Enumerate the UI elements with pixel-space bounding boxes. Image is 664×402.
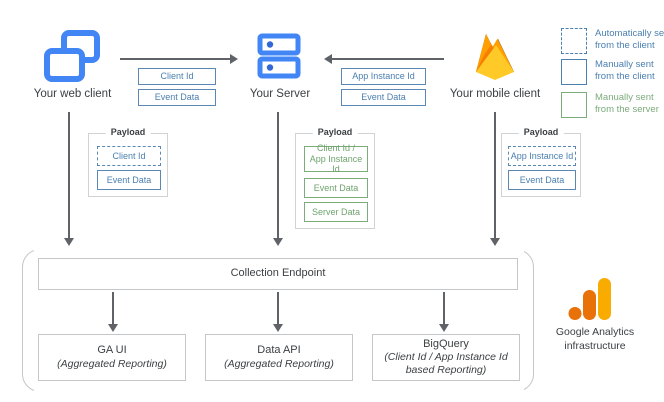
arrow-line-mobile-to-server xyxy=(332,58,444,60)
drop-arrow-web-client xyxy=(64,238,74,246)
drop-line-web-client xyxy=(68,112,70,240)
output-subtitle-line1: (Client Id / App Instance Id xyxy=(384,351,508,364)
output-title: GA UI xyxy=(97,344,127,357)
endpoint-to-dataapi-arrow xyxy=(273,324,283,332)
collection-endpoint-box: Collection Endpoint xyxy=(38,258,518,290)
legend-swatch-solid-blue-icon xyxy=(561,59,587,85)
endpoint-to-dataapi-line xyxy=(277,292,279,326)
legend-swatch-dashed-icon xyxy=(561,28,587,54)
transport-chip-event-data-mobile: Event Data xyxy=(341,89,426,106)
legend-item-automatic-client: Automatically sent from the client xyxy=(561,28,664,54)
payload-title: Payload xyxy=(312,127,358,137)
ga-brand-line2: infrastructure xyxy=(564,339,626,352)
payload-title: Payload xyxy=(518,127,564,137)
transport-chip-client-id: Client Id xyxy=(138,68,216,85)
legend-line2: from the server xyxy=(595,103,659,115)
arrow-head-web-to-server xyxy=(230,54,238,64)
payload-item-client-or-app-instance-id: Client Id / App Instance Id xyxy=(304,143,368,175)
container-top-gap xyxy=(34,246,524,252)
collection-endpoint-label: Collection Endpoint xyxy=(230,267,326,280)
output-subtitle: (Aggregated Reporting) xyxy=(57,357,167,370)
payload-item-event-data: Event Data xyxy=(97,170,161,190)
legend-line1: Manually sent xyxy=(595,92,654,103)
ga-infrastructure-label: Google Analytics infrastructure xyxy=(534,326,656,353)
endpoint-to-bigquery-line xyxy=(443,292,445,326)
payload-server: Payload Client Id / App Instance Id Even… xyxy=(295,127,375,229)
legend-label: Automatically sent from the client xyxy=(595,28,664,52)
google-analytics-bars-icon xyxy=(568,276,614,327)
endpoint-to-bigquery-arrow xyxy=(439,324,449,332)
output-subtitle: (Aggregated Reporting) xyxy=(224,357,334,370)
legend-line1: Manually sent xyxy=(595,59,654,70)
payload-item-server-data: Server Data xyxy=(304,202,368,222)
output-box-ga-ui: GA UI (Aggregated Reporting) xyxy=(38,334,186,381)
arrow-head-mobile-to-server xyxy=(324,54,332,64)
web-client-label: Your web client xyxy=(33,88,112,100)
legend-item-manual-server: Manually sent from the server xyxy=(561,92,659,118)
output-box-data-api: Data API (Aggregated Reporting) xyxy=(205,334,353,381)
drop-line-server xyxy=(277,112,279,240)
payload-item-event-data: Event Data xyxy=(304,178,368,198)
server-label: Your Server xyxy=(249,88,311,100)
mobile-client-label: Your mobile client xyxy=(449,88,541,100)
server-rack-icon xyxy=(256,33,302,84)
firebase-flame-icon xyxy=(466,28,524,91)
payload-mobile-client: Payload App Instance Id Event Data xyxy=(501,127,581,197)
payload-item-line1: Client Id / xyxy=(316,143,356,154)
endpoint-to-gaui-arrow xyxy=(108,324,118,332)
legend-item-manual-client: Manually sent from the client xyxy=(561,59,655,85)
payload-item-event-data: Event Data xyxy=(508,170,576,190)
payload-item-line2: App Instance Id xyxy=(309,153,363,175)
endpoint-to-gaui-line xyxy=(112,292,114,326)
transport-chip-event-data: Event Data xyxy=(138,89,216,106)
output-subtitle-line2: based Reporting) xyxy=(405,364,487,377)
payload-item-client-id: Client Id xyxy=(97,146,161,166)
output-box-bigquery: BigQuery (Client Id / App Instance Id ba… xyxy=(372,334,520,381)
container-bottom-gap xyxy=(34,389,524,395)
legend-label: Manually sent from the client xyxy=(595,59,655,83)
drop-arrow-mobile-client xyxy=(490,238,500,246)
legend-swatch-solid-green-icon xyxy=(561,92,587,118)
output-title: Data API xyxy=(257,344,301,357)
ga-brand-line1: Google Analytics xyxy=(555,326,635,338)
legend-line2: from the client xyxy=(595,70,655,82)
legend-line2: from the client xyxy=(595,39,655,51)
transport-chip-app-instance-id: App Instance Id xyxy=(341,68,426,85)
drop-arrow-server xyxy=(273,238,283,246)
legend-label: Manually sent from the server xyxy=(595,92,659,116)
browser-windows-icon xyxy=(44,30,100,87)
drop-line-mobile-client xyxy=(494,112,496,240)
arrow-line-web-to-server xyxy=(120,58,232,60)
payload-web-client: Payload Client Id Event Data xyxy=(88,127,168,197)
output-title: BigQuery xyxy=(423,337,469,350)
payload-title: Payload xyxy=(105,127,151,137)
legend-line1: Automatically sent xyxy=(595,28,664,39)
payload-item-app-instance-id: App Instance Id xyxy=(508,146,576,166)
